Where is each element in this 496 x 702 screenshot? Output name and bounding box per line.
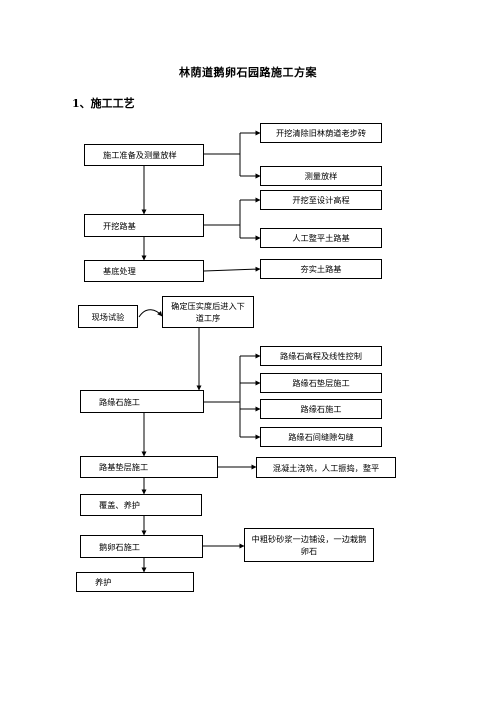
document-title: 林荫道鹅卵石园路施工方案 [179,66,317,79]
step-pebble-box: 鹅卵石施工 [80,535,203,558]
step-base-treat-box: 基底处理 [84,260,204,282]
excavate-sub1-box: 开挖至设计高程 [260,190,382,210]
step-curb-box: 路缘石施工 [80,390,204,413]
connector-prep-sub [204,132,260,176]
step-cure-box: 养护 [76,572,194,592]
pebble-sub-box: 中粗砂砂浆一边铺设，一边栽鹅卵石 [244,528,374,562]
base-treat-sub-box: 夯实土路基 [260,259,382,279]
step-excavate-box: 开挖路基 [84,214,204,237]
step-field-test-box: 现场试验 [78,305,138,328]
prep-sub1-box: 开挖清除旧林荫道老步砖 [260,123,382,143]
prep-sub2-box: 测量放样 [260,166,382,186]
step-confirm-box: 确定压实度后进入下道工序 [162,296,254,328]
section-heading: 1、施工工艺 [72,97,135,110]
cushion-sub-box: 混凝土浇筑，人工振捣，整平 [256,457,396,478]
curb-sub3-box: 路缘石施工 [260,399,382,419]
curb-sub1-box: 路缘石高程及线性控制 [260,346,382,366]
curb-sub4-box: 路缘石间缝隙勾缝 [260,427,382,447]
curb-sub2-box: 路缘石垫层施工 [260,373,382,393]
excavate-sub2-box: 人工整平土路基 [260,228,382,248]
step-cover-box: 覆盖、养护 [80,494,202,516]
step-prep-box: 施工准备及测量放样 [84,144,204,166]
step-cushion-box: 路基垫层施工 [80,456,218,478]
